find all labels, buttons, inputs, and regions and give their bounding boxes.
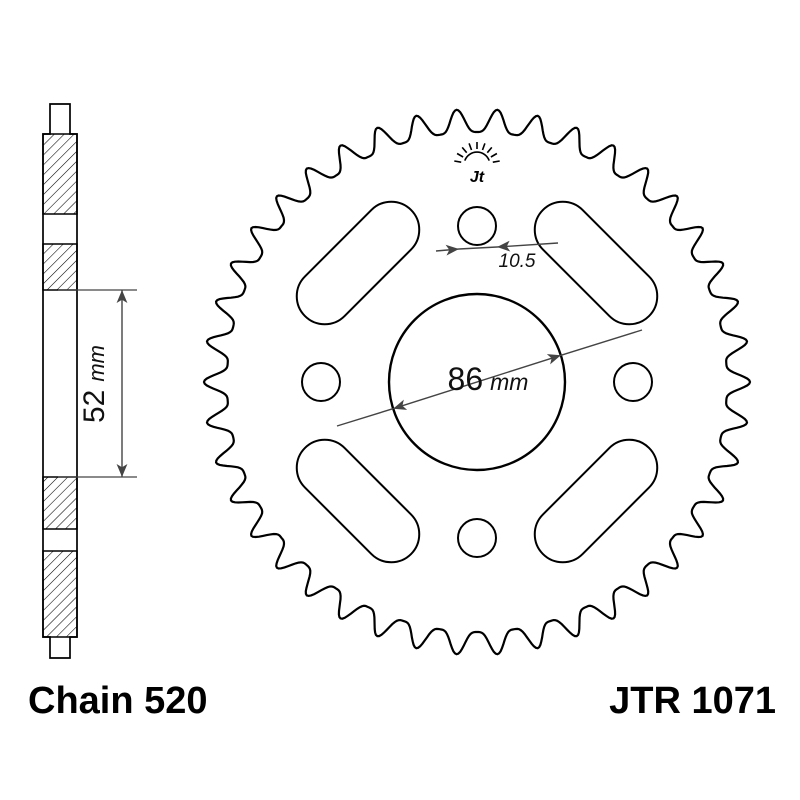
dim-text-10-5: 10.5: [499, 251, 536, 272]
logo-ray-icon: [490, 152, 498, 158]
dimension-bolt-hole: 10.5: [435, 240, 559, 272]
section-hatch-4: [42, 550, 78, 638]
dim-10-5-left: [435, 244, 460, 256]
dim-86-unit: mm: [490, 369, 528, 395]
logo-ray-icon: [486, 146, 493, 154]
logo-ray-icon: [454, 160, 462, 163]
model-number-label: JTR 1071: [609, 680, 776, 722]
chain-size-label: Chain 520: [28, 680, 208, 722]
logo-ray-icon: [481, 143, 486, 151]
dim-10-5-mid: [458, 246, 498, 250]
bolt-hole-top: [457, 206, 497, 246]
bolt-hole-left: [301, 362, 341, 402]
logo-text: Jt: [470, 169, 485, 186]
dim-52-value: 52: [78, 390, 111, 423]
dim-86-value: 86: [448, 361, 484, 397]
bolt-hole-bottom: [457, 518, 497, 558]
logo-ray-icon: [461, 146, 468, 154]
logo-rays: [454, 142, 500, 163]
logo-ray-icon: [456, 152, 464, 158]
dim-86-ext-right: [560, 329, 643, 356]
dim-line-86: [392, 354, 562, 410]
logo-sun-arc-icon: [464, 151, 490, 161]
bolt-hole-right: [613, 362, 653, 402]
jt-logo: Jt: [454, 142, 500, 186]
section-hatch-3: [42, 476, 78, 530]
dim-86-ext-left: [336, 408, 394, 427]
dimension-hub-width: 52 mm: [58, 289, 137, 478]
side-view: [42, 103, 78, 659]
slot-nw: [295, 200, 421, 326]
dim-10-5-right: [496, 240, 559, 252]
slot-se: [533, 438, 659, 564]
section-hatch-1: [42, 133, 78, 215]
section-hatch-2: [42, 243, 78, 291]
dim-52-unit: mm: [84, 345, 109, 382]
dim-text-52: 52 mm: [78, 345, 111, 423]
logo-ray-icon: [492, 160, 500, 163]
logo-ray-icon: [468, 143, 473, 151]
slot-sw: [295, 438, 421, 564]
